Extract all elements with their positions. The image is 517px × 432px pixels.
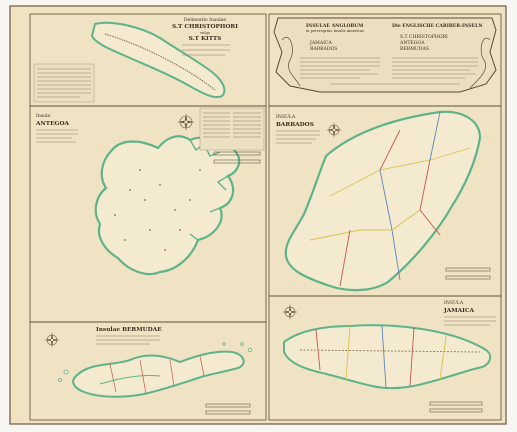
antegoa-scale-bars: [213, 151, 261, 164]
antegoa-island: [94, 135, 241, 276]
jamaica-title-line-1: INSULA: [444, 300, 464, 306]
cartouche-name-barbados: BARBADOS: [310, 46, 337, 52]
bermuda-islets: [58, 342, 253, 382]
st-kitts-text-block: [33, 63, 95, 103]
panel-frame-jamaica: [268, 295, 502, 421]
st-kitts-title-line-2: S.T CHRISTOPHORI: [172, 24, 238, 30]
barbados-scale-bars: [445, 267, 491, 280]
st-kitts-title-line-3: vulgo: [199, 31, 210, 35]
jamaica-title: INSULA JAMAICA: [443, 300, 474, 314]
antegoa-title: Insula ANTEGOA: [35, 113, 70, 127]
cartouche-name-antegoa: ANTEGOA: [399, 40, 425, 46]
st-kitts-title-line-4: S.T KITTS: [189, 36, 222, 42]
cartouche-name-bermudas: BERMUDAS: [400, 46, 429, 52]
barbados-compass-rose: [326, 122, 342, 138]
bermuda-parish-borders: [109, 355, 205, 395]
jamaica-title-line-2: JAMAICA: [443, 308, 474, 314]
cartouche-flourish-left: [281, 37, 301, 87]
cartouche-flourish-right: [469, 37, 491, 89]
barbados-parish-borders: [309, 111, 471, 287]
antegoa-compass-rose: [177, 113, 195, 131]
antegoa-title-line-1: Insula: [36, 113, 51, 119]
cartouche-island-names: JAMAICA BARBADOS S.T CHRISTOPHORI ANTEGO…: [309, 34, 448, 52]
cartouche-name-jamaica: JAMAICA: [309, 40, 333, 46]
st-kitts-ridge: [104, 33, 216, 91]
bermuda-compass-rose: [44, 332, 60, 348]
st-kitts-title-line-1: Delineatio Insulae: [184, 17, 227, 23]
bermuda-title: Insulae BERMUDAE: [96, 327, 162, 333]
st-kitts-title-lines: [182, 44, 230, 56]
bermuda-scale-bars: [205, 403, 251, 415]
barbados-title-line-2: BARBADOS: [276, 122, 314, 128]
cartouche-left-line-1: INSULAE ANGLORUM: [306, 23, 363, 29]
antegoa-title-line-2: ANTEGOA: [35, 121, 70, 127]
cartouche-frame: [273, 17, 497, 93]
barbados-title: INSULA BARBADOS: [276, 114, 314, 128]
bermuda-title-lines: [96, 335, 160, 345]
jamaica-title-lines: [444, 316, 496, 326]
cartouche-title-right: Die ENGLISCHE CARIBER-INSELN: [392, 23, 483, 29]
cartouche-left-line-2: in pereregrino Insulis Americae: [306, 29, 364, 33]
jamaica-scale-bars: [429, 401, 483, 413]
antegoa-title-lines: [36, 129, 78, 143]
cartouche-name-st-christophori: S.T CHRISTOPHORI: [400, 34, 448, 40]
cartouche-text-lines: [300, 57, 478, 85]
st-kitts-text-lines: [37, 68, 91, 98]
barbados-island: [284, 110, 482, 292]
barbados-title-line-1: INSULA: [276, 114, 296, 120]
jamaica-compass-rose: [282, 304, 298, 320]
antegoa-terrain-marks: [114, 169, 201, 251]
jamaica-parish-borders: [299, 325, 481, 389]
st-kitts-title: Delineatio Insulae S.T CHRISTOPHORI vulg…: [172, 17, 238, 42]
antegoa-legend-lines: [203, 112, 261, 138]
barbados-title-lines: [276, 130, 320, 144]
cartouche-title-left: INSULAE ANGLORUM in pereregrino Insulis …: [306, 23, 364, 33]
st-kitts-island: [90, 21, 226, 98]
jamaica-island: [283, 324, 492, 390]
bermuda-sound: [99, 375, 161, 385]
panel-frame-bermuda: [29, 321, 267, 421]
